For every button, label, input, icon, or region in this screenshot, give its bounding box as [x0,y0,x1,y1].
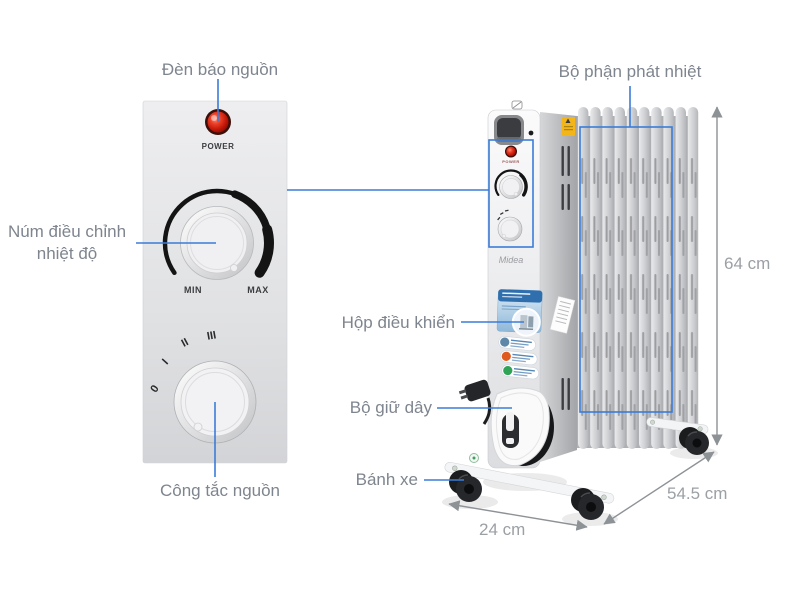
callout-label-control-box: Hộp điều khiển [341,313,455,332]
dimension-width: 24 cm [479,520,526,539]
side-vents [561,146,570,410]
callout-overlays [136,79,673,481]
power-text: POWER [201,142,235,151]
sticker-circle-inset [511,307,541,337]
control-panel-bracket [488,139,534,248]
do-not-cover-icon [511,100,523,110]
dimension-arrows [448,106,723,531]
mini-power-text: POWER [502,159,520,164]
heater-photo [442,100,718,526]
switch-mark-3: III [206,329,218,343]
depth-dimension-line [603,451,715,525]
callout-label-cord-holder: Bộ giữ dây [349,398,432,417]
dimension-depth: 54.5 cm [667,484,728,503]
thermostat-knob [162,188,274,280]
handle-recess [494,115,524,145]
mini-switch-knob [497,209,523,242]
rear-caster-wheel [679,427,709,455]
dimension-height: 64 cm [724,254,771,273]
front-column [487,100,543,469]
mini-power-light [505,145,517,158]
callout-label-wheel: Bánh xe [355,470,418,489]
thermostat-max-text: MAX [247,285,269,295]
callout-label-power-light: Đèn báo nguồn [161,60,279,79]
sticker-feature-badges [498,336,539,380]
warning-sticker [562,117,575,136]
thermostat-min-text: MIN [184,285,202,295]
barcode-label [549,296,576,334]
callout-label-heating-fins: Bộ phận phát nhiệt [558,62,702,81]
heating-fins-bracket [579,126,673,413]
width-dimension-line [448,500,588,531]
column-side-face [540,112,577,462]
front-right-caster-wheel [571,488,604,520]
callout-label-thermostat-line1: Núm điều chỉnh [7,222,127,241]
brand-logo: Midea [498,255,524,265]
front-left-caster-wheel [449,470,482,502]
product-sticker [496,289,543,380]
thermostat-sensor-dot [528,130,534,136]
base-logo-badge [469,453,479,463]
callout-label-thermostat-line2: nhiệt độ [36,244,98,263]
mini-thermostat-knob [494,169,528,199]
power-plug [458,379,491,402]
heating-fins [577,107,699,449]
power-cord [482,397,492,425]
callout-label-power-switch: Công tắc nguồn [159,481,281,500]
callout-label-thermostat: Núm điều chỉnh nhiệt độ [2,221,132,265]
